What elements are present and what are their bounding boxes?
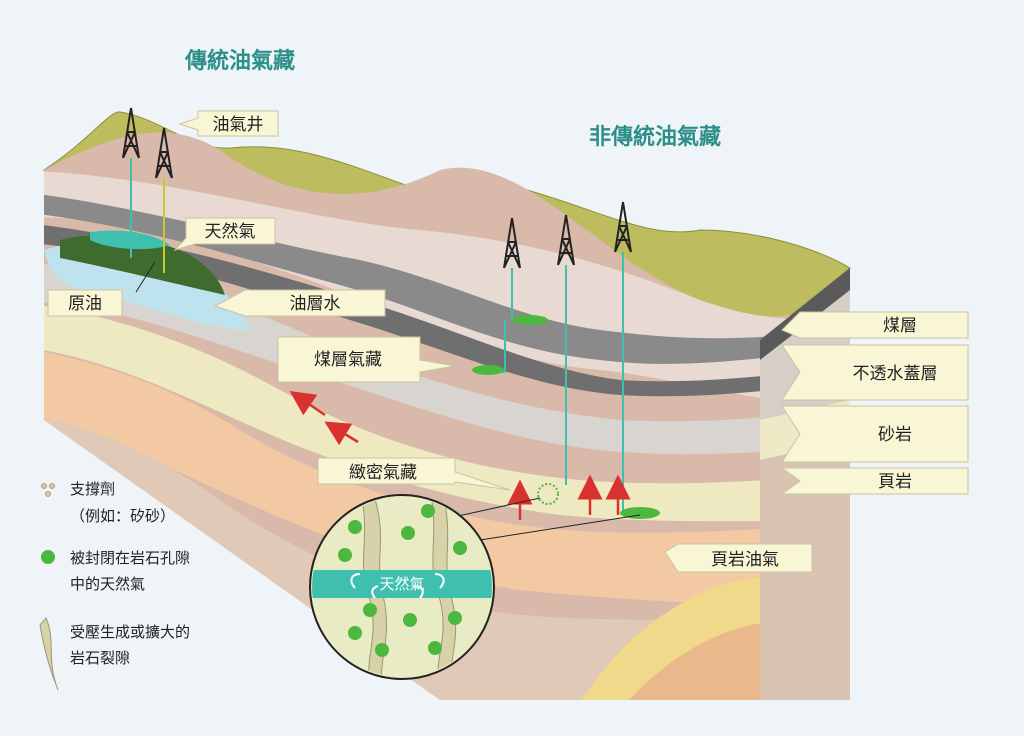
callout-coalbed-gas: 煤層氣藏: [277, 336, 456, 383]
legend-fracture-line2: 岩石裂隙: [70, 649, 130, 667]
fracture-inset: 天然氣: [309, 494, 495, 680]
legend-trapped-gas-line2: 中的天然氣: [70, 575, 145, 593]
strata-label-shale: 頁岩: [780, 467, 969, 495]
layer-coal-2: [44, 220, 850, 397]
svg-text:煤層氣藏: 煤層氣藏: [314, 350, 382, 370]
svg-text:不透水蓋層: 不透水蓋層: [853, 364, 938, 384]
gas-clusters: [472, 315, 660, 519]
svg-text:油氣井: 油氣井: [213, 115, 264, 135]
callout-tight-gas: 緻密氣藏: [317, 457, 511, 491]
svg-text:原油: 原油: [68, 294, 102, 314]
flow-arrows: [350, 573, 445, 599]
svg-text:煤層: 煤層: [883, 316, 917, 336]
title-conventional: 傳統油氣藏: [184, 48, 295, 74]
derrick-icon: [122, 107, 140, 258]
legend-proppant-line1: 支撐劑: [70, 480, 115, 498]
derrick-icon: [557, 214, 575, 485]
inset-gas-label: 天然氣: [379, 575, 424, 593]
legend-fracture-line1: 受壓生成或擴大的: [70, 623, 190, 641]
fracture-icon: [39, 617, 59, 691]
legend: 支撐劑 （例如：矽砂） 被封閉在岩石孔隙 中的天然氣 受壓生成或擴大的 岩石裂隙: [39, 480, 190, 691]
proppant-icon: [41, 483, 55, 497]
svg-text:頁岩油氣: 頁岩油氣: [711, 550, 779, 570]
migration-arrows: [289, 390, 631, 520]
layer-orange: [44, 345, 850, 605]
svg-text:頁岩: 頁岩: [878, 472, 912, 492]
legend-trapped-gas-line1: 被封閉在岩石孔隙: [70, 549, 190, 567]
crude-oil-zone: [60, 235, 225, 295]
svg-text:油層水: 油層水: [290, 294, 341, 314]
svg-text:緻密氣藏: 緻密氣藏: [349, 463, 417, 483]
fracture-gas-channel: [312, 570, 492, 598]
trapped-gas-icon: [41, 550, 55, 564]
strata-label-sandstone: 砂岩: [781, 405, 969, 463]
title-unconventional: 非傳統油氣藏: [589, 124, 721, 150]
svg-text:砂岩: 砂岩: [878, 425, 912, 445]
strata-label-coal: 煤層: [781, 311, 969, 339]
trapped-gas-dots: [338, 504, 467, 657]
callout-natural-gas: 天然氣: [173, 217, 276, 252]
svg-text:天然氣: 天然氣: [205, 222, 256, 242]
legend-proppant-line2: （例如：矽砂）: [70, 507, 175, 525]
callout-well: 油氣井: [178, 110, 279, 137]
derrick-icon: [155, 127, 173, 273]
strata-label-cap-rock: 不透水蓋層: [781, 344, 969, 401]
callout-shale-gas: 頁岩油氣: [664, 543, 813, 573]
callout-crude-oil: 原油: [47, 289, 123, 317]
derricks: [122, 107, 653, 513]
callout-formation-water: 油層水: [213, 289, 386, 317]
